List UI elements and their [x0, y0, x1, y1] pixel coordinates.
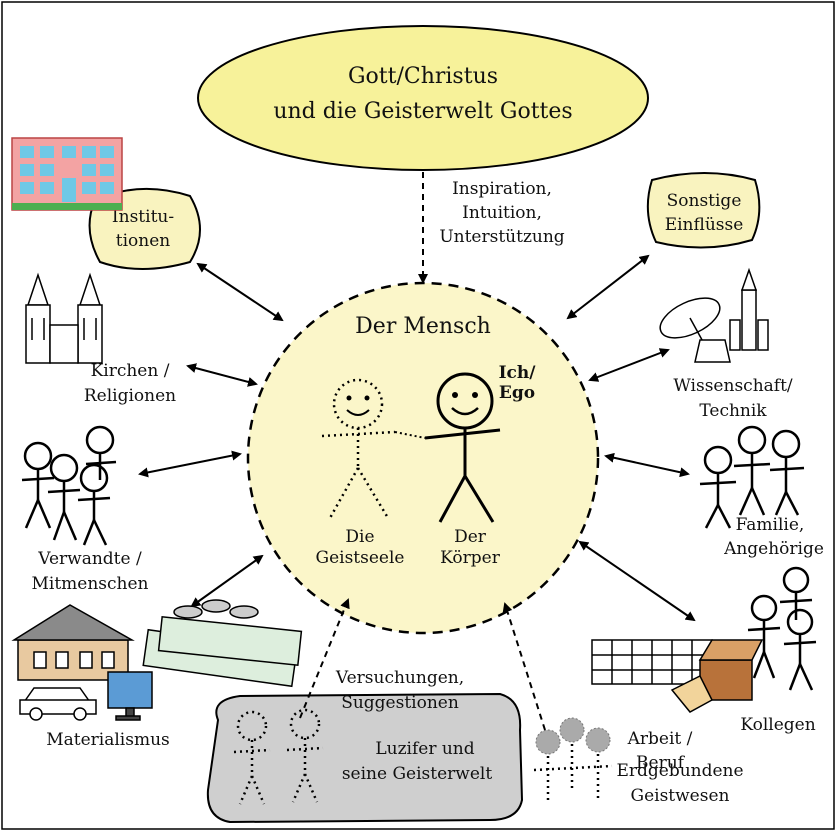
familie-label-2: Angehörige	[723, 539, 824, 559]
ego-label-1: Ich/	[499, 363, 537, 383]
geistseele-eye-left	[346, 395, 352, 401]
erdgebundene-label-2: Geistwesen	[631, 786, 730, 806]
connection-arrows	[138, 254, 696, 622]
verwandte-label-1: Verwandte /	[37, 549, 142, 569]
wissenschaft-label-1: Wissenschaft/	[673, 376, 793, 396]
sonstige-blob	[646, 172, 761, 249]
inspiration-label-3: Unterstützung	[439, 227, 564, 247]
koerper-figure	[424, 372, 501, 523]
versuchungen-label-1: Versuchungen,	[335, 668, 464, 688]
geistseele-smile	[346, 409, 370, 416]
institutionen-label-1: Institu-	[112, 207, 174, 227]
verwandte-figures	[21, 425, 117, 546]
versuchungen-label-2: Suggestionen	[341, 693, 459, 713]
mensch-title: Der Mensch	[355, 314, 491, 339]
sonstige-label-1: Sonstige	[667, 191, 742, 211]
inspiration-label-1: Inspiration,	[452, 179, 552, 199]
geistseele-label-1: Die	[345, 527, 374, 547]
verwandte-label-2: Mitmenschen	[31, 574, 148, 594]
arrow-institutionen	[196, 262, 284, 322]
rocket-icon	[729, 267, 769, 351]
church-icon	[25, 272, 103, 364]
mensch-circle	[246, 281, 600, 635]
monitor-icon	[107, 671, 153, 721]
kollegen-label: Kollegen	[740, 715, 815, 735]
arrow-sonstige	[566, 254, 650, 320]
wissenschaft-label-2: Technik	[699, 401, 767, 421]
arbeit-label-2: Beruf	[636, 753, 686, 773]
geistseele-label-2: Geistseele	[316, 548, 405, 568]
luzifer-figures	[233, 708, 324, 805]
arrow-arbeit	[578, 540, 696, 622]
erdgebunden-arrow	[502, 602, 546, 731]
koerper-label-1: Der	[454, 527, 487, 547]
sonstige-label-2: Einflüsse	[665, 215, 744, 235]
arrow-materialismus	[190, 554, 264, 608]
kirchen-label-2: Religionen	[84, 386, 176, 406]
koerper-eye-right	[472, 392, 478, 398]
office-building-icon	[591, 639, 713, 685]
geistseele-eye-right	[364, 395, 370, 401]
institutionen-label-2: tionen	[116, 231, 171, 251]
arrow-familie	[604, 452, 690, 478]
satellite-dish-icon	[659, 297, 731, 363]
familie-figures	[699, 425, 805, 529]
house-icon	[11, 604, 135, 681]
erdgebundene-figures	[533, 717, 613, 800]
erdgebundene-label-1: Erdgebundene	[616, 761, 743, 781]
kollegen-figures	[747, 566, 817, 691]
koerper-eye-left	[452, 392, 458, 398]
arrow-kirchen	[186, 363, 258, 387]
building-icon	[11, 137, 123, 211]
box-icon	[670, 639, 764, 713]
money-icon	[142, 599, 303, 688]
arrow-verwandte	[138, 450, 242, 478]
geistseele-figure	[321, 378, 396, 519]
luzifer-label-1: Luzifer und	[375, 739, 474, 759]
arrow-wissenschaft	[588, 348, 670, 382]
familie-label-1: Familie,	[736, 515, 805, 535]
car-icon	[19, 687, 97, 721]
materialismus-label: Materialismus	[46, 730, 170, 750]
gott-label-line2: und die Geisterwelt Gottes	[273, 99, 572, 124]
soul-body-link	[394, 431, 426, 439]
gott-ellipse	[197, 25, 649, 171]
koerper-label-2: Körper	[440, 548, 501, 568]
koerper-smile	[451, 407, 479, 416]
arbeit-label-1: Arbeit /	[627, 729, 693, 749]
inspiration-label-2: Intuition,	[462, 203, 542, 223]
kirchen-label-1: Kirchen /	[91, 361, 170, 381]
luzifer-label-2: seine Geisterwelt	[342, 764, 493, 784]
gott-label-line1: Gott/Christus	[348, 64, 498, 89]
luzifer-box	[206, 692, 524, 824]
ego-label-2: Ego	[499, 383, 535, 403]
